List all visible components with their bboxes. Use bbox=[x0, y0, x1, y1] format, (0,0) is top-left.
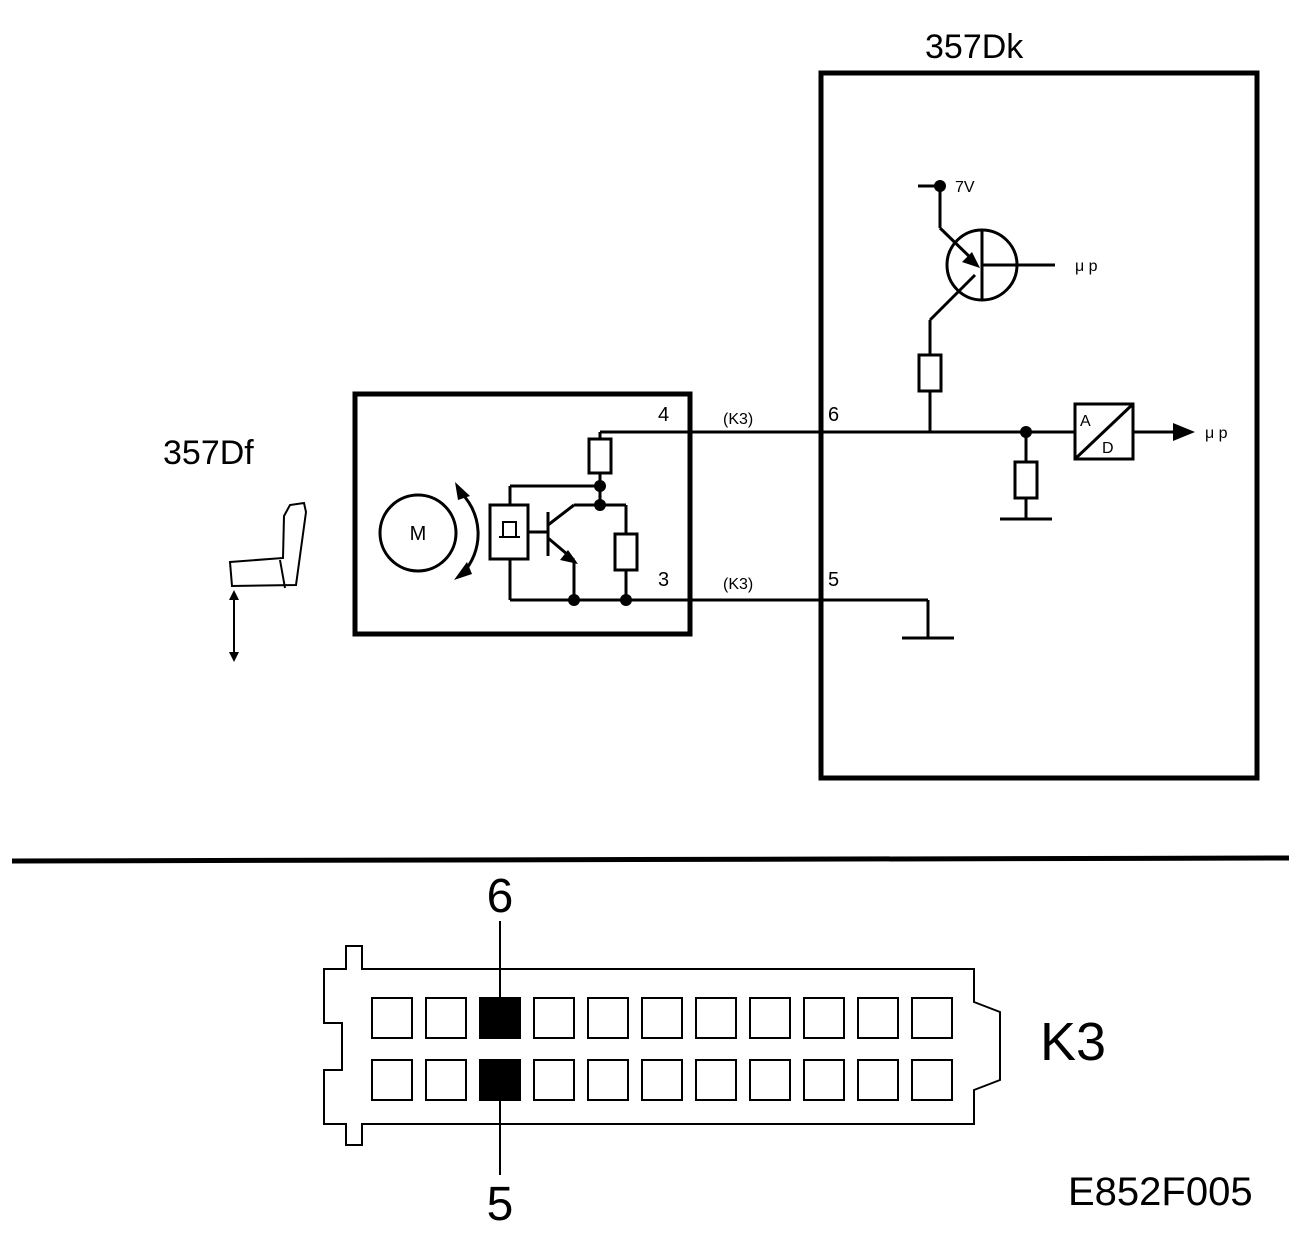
pin3-label: 3 bbox=[658, 569, 669, 591]
resistor-pulldown bbox=[1013, 460, 1039, 500]
hall-sensor bbox=[488, 503, 530, 561]
connector-pin-cavity bbox=[533, 1059, 575, 1101]
arrow-down-icon bbox=[229, 652, 239, 662]
connector-pin-cavity bbox=[587, 997, 629, 1039]
resistor-pullup bbox=[917, 353, 943, 393]
connector-pin-cavity bbox=[641, 997, 683, 1039]
connector-pin-cavity bbox=[425, 997, 467, 1039]
connector-pin-cavity bbox=[857, 997, 899, 1039]
k3-ref-bottom: (K3) bbox=[723, 576, 753, 593]
adc-d-label: D bbox=[1102, 440, 1114, 457]
connector-name: K3 bbox=[1040, 1012, 1106, 1072]
figure-code: E852F005 bbox=[1068, 1170, 1253, 1214]
connector-pin-cavity bbox=[749, 1059, 791, 1101]
connector-pin-cavity bbox=[911, 997, 953, 1039]
hall-sensor-circuit bbox=[488, 432, 639, 606]
dk-unit-box bbox=[818, 70, 1260, 781]
connector-k3-outline bbox=[323, 945, 1001, 1146]
connector-pin-cavity bbox=[371, 1059, 413, 1101]
connector-pin-cavity bbox=[371, 997, 413, 1039]
connector-pin5-label: 5 bbox=[487, 1178, 514, 1231]
rotation-arrow-down bbox=[454, 562, 472, 580]
connector-pin-cavity bbox=[803, 1059, 845, 1101]
connector-pin6-label: 6 bbox=[487, 870, 514, 923]
connector-pin-cavity bbox=[803, 997, 845, 1039]
signal-line-6: A D μ p bbox=[600, 402, 1228, 521]
dk-unit-label: 357Dk bbox=[925, 28, 1024, 66]
connector-pin-grid bbox=[371, 997, 953, 1101]
pin4-label: 4 bbox=[658, 404, 669, 426]
motor-label: M bbox=[410, 523, 427, 545]
k3-ref-top: (K3) bbox=[723, 411, 753, 428]
connector-pin-cavity bbox=[587, 1059, 629, 1101]
voltage-label: 7V bbox=[955, 179, 975, 196]
connector-pin-cavity bbox=[911, 1059, 953, 1101]
pin5-label: 5 bbox=[828, 569, 839, 591]
pin6-label: 6 bbox=[828, 404, 839, 426]
connector-pin-cavity bbox=[749, 997, 791, 1039]
mu-p-top-label: μ p bbox=[1075, 258, 1098, 275]
connector-pin-cavity bbox=[425, 1059, 467, 1101]
connector-pin-used bbox=[479, 997, 521, 1039]
section-divider bbox=[11, 855, 1290, 864]
connector-pin-cavity bbox=[533, 997, 575, 1039]
connector-pin-cavity bbox=[857, 1059, 899, 1101]
rotation-arrow-up bbox=[455, 482, 470, 500]
arrow-to-microprocessor bbox=[1173, 423, 1195, 441]
mu-p-right-label: μ p bbox=[1205, 425, 1228, 442]
connector-pin-cavity bbox=[695, 997, 737, 1039]
arrow-up-icon bbox=[229, 590, 239, 600]
connector-pin-used bbox=[479, 1059, 521, 1101]
connector-pin-cavity bbox=[695, 1059, 737, 1101]
supply-circuit: 7V μ p bbox=[917, 179, 1098, 432]
resistor-sensor-right bbox=[613, 532, 639, 572]
connector-pin-cavity bbox=[641, 1059, 683, 1101]
df-unit-label: 357Df bbox=[163, 434, 254, 472]
motor: M bbox=[378, 482, 480, 580]
seat-icon bbox=[228, 501, 308, 662]
df-unit-box bbox=[352, 391, 693, 637]
adc-a-label: A bbox=[1080, 413, 1091, 430]
resistor-sensor-top bbox=[587, 437, 613, 475]
